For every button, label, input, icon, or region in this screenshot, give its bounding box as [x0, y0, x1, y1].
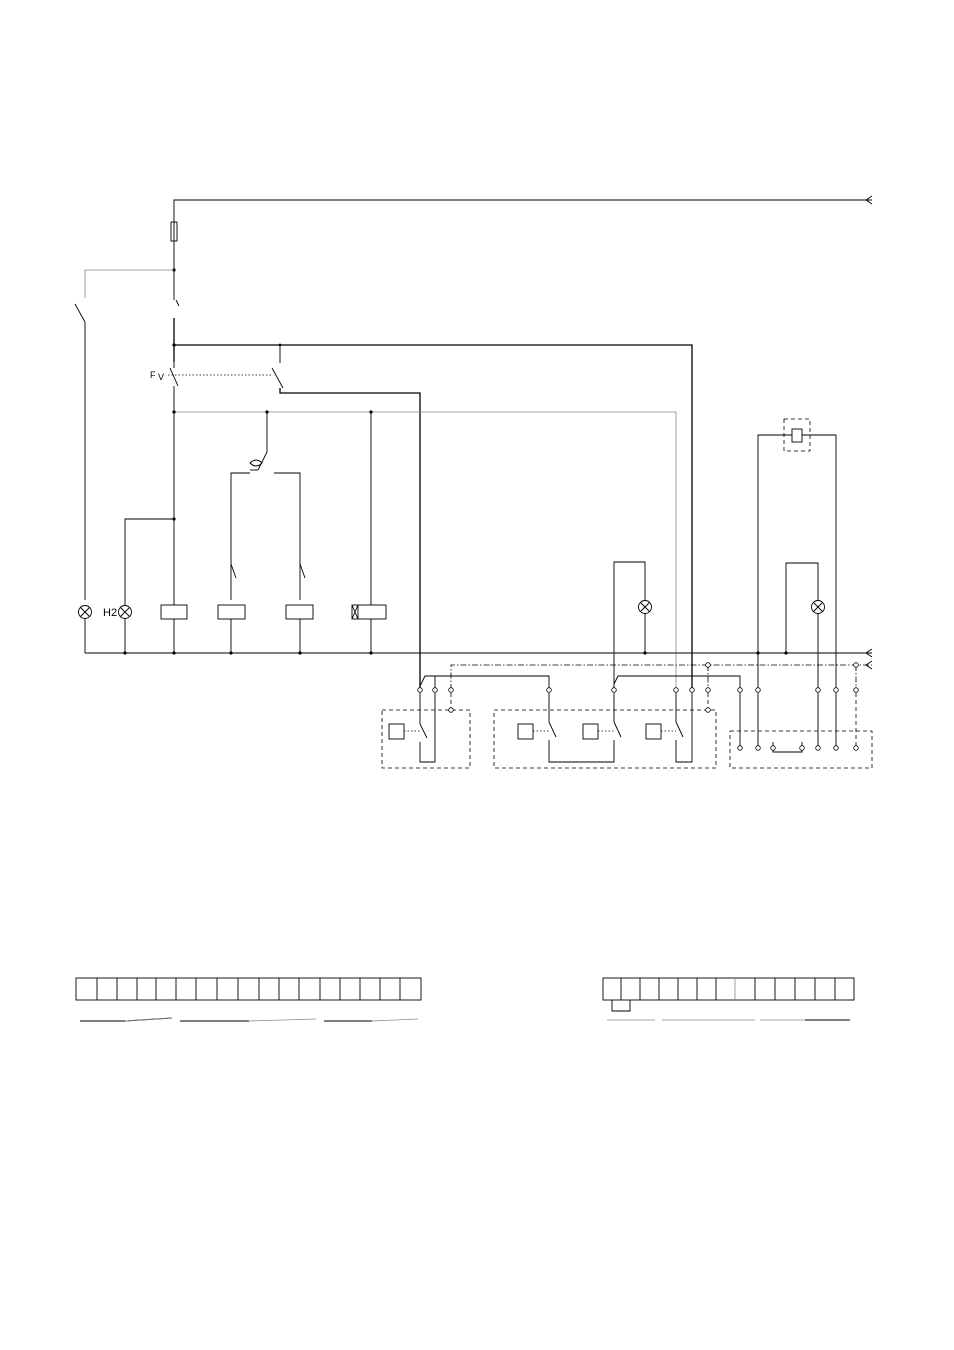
main-switch [172, 299, 180, 362]
solenoid-valve [351, 604, 387, 653]
reference-grid-right [602, 977, 855, 1021]
lamp-h2-label: H2 [103, 607, 117, 619]
neutral-line [85, 648, 873, 658]
switch-v-label: V [158, 372, 164, 382]
earth-line [450, 660, 873, 690]
reference-grid-left [75, 977, 422, 1022]
relay-coil-3 [285, 604, 314, 653]
relay-coil-1 [160, 604, 188, 653]
lamp-h2: H2 [103, 605, 132, 653]
module-box-1 [381, 693, 471, 769]
coil-column [124, 412, 372, 605]
switch-f-label: F [150, 370, 156, 380]
terminal-row-top [417, 687, 859, 693]
distribution-bus [172, 410, 677, 690]
left-lamp-switch [74, 269, 174, 600]
ganged-switch-f-v: F V [150, 362, 421, 690]
lamp-left [78, 605, 92, 653]
fuse [170, 221, 178, 300]
thermostat [230, 412, 306, 600]
lamp-mid-right [613, 561, 652, 690]
module-box-3 [729, 693, 873, 769]
relay-coil-2 [217, 604, 246, 653]
heater-element [757, 418, 837, 690]
feed-to-right [174, 343, 693, 690]
supply-line-top [173, 195, 873, 222]
lamp-far-right [785, 562, 825, 690]
module-box-2 [493, 693, 717, 769]
